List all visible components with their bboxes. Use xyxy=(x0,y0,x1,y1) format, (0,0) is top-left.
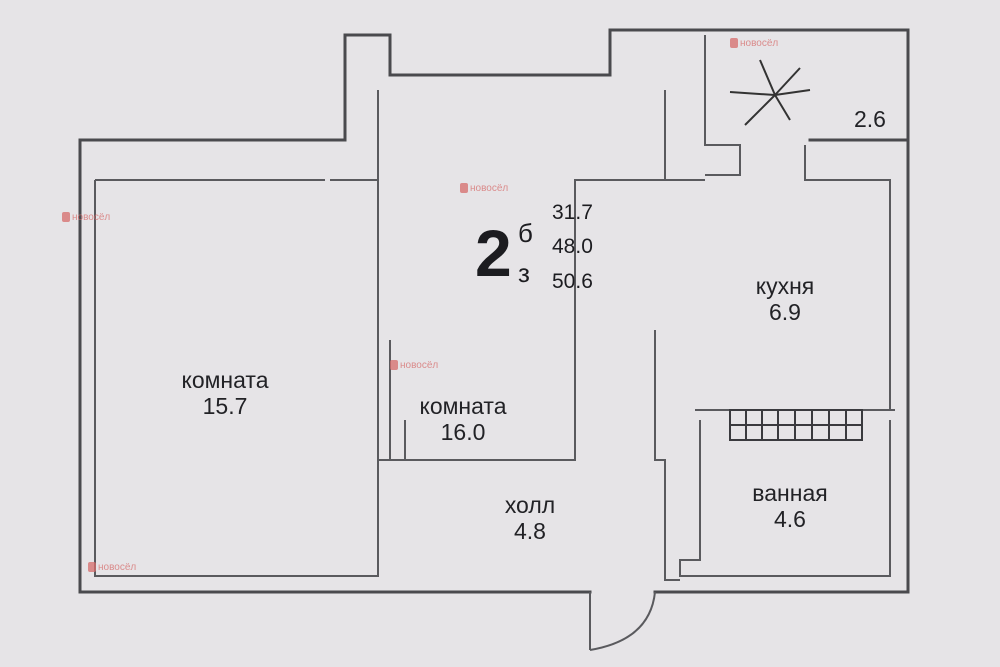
room-label-kitchen: кухня 6.9 xyxy=(735,273,835,326)
room-name: комната xyxy=(181,367,269,393)
area-value-total: 48.0 xyxy=(552,235,593,258)
room-area: 16.0 xyxy=(440,419,486,446)
logo-icon xyxy=(88,562,96,573)
logo-icon xyxy=(730,38,738,49)
watermark: новосёл xyxy=(88,562,136,573)
entry-door xyxy=(589,591,656,651)
radiator xyxy=(729,409,863,441)
wall-room-2 xyxy=(377,90,666,461)
room-area: 2.6 xyxy=(854,106,886,132)
room-name: ванная xyxy=(752,480,828,506)
logo-icon xyxy=(460,183,468,194)
watermark: новосёл xyxy=(62,212,110,223)
room-label-loggia: 2.6 xyxy=(840,106,900,132)
room-area: 6.9 xyxy=(769,299,801,326)
starburst-icon xyxy=(729,59,811,126)
wall-bath xyxy=(679,420,891,577)
area-label-z: з xyxy=(518,258,530,288)
outer-wall-top xyxy=(343,28,910,142)
room-label-1: комната 15.7 xyxy=(160,367,290,420)
logo-icon xyxy=(390,360,398,371)
area-label-b: б xyxy=(518,218,533,248)
room-label-2: комната 16.0 xyxy=(398,393,528,446)
room-area: 4.6 xyxy=(774,506,806,533)
rooms-count: 2 xyxy=(475,216,512,290)
room-name: кухня xyxy=(755,273,815,299)
room-name: комната xyxy=(419,393,507,419)
room-name: холл xyxy=(504,492,556,518)
wall-kitchen xyxy=(654,330,680,581)
area-value-living: 31.7 xyxy=(552,201,593,224)
room-area: 4.8 xyxy=(514,518,546,545)
watermark: новосёл xyxy=(730,38,778,49)
room-label-hall: холл 4.8 xyxy=(475,492,585,545)
area-value-with-loggia: 50.6 xyxy=(552,270,593,293)
room-area: 15.7 xyxy=(202,393,248,420)
watermark: новосёл xyxy=(390,360,438,371)
watermark: новосёл xyxy=(460,183,508,194)
wall-room-1 xyxy=(94,179,379,577)
logo-icon xyxy=(62,212,70,223)
wall-loggia xyxy=(704,35,741,176)
outer-wall-left xyxy=(78,33,592,594)
outer-wall-right xyxy=(653,138,910,594)
room-label-bath: ванная 4.6 xyxy=(730,480,850,533)
